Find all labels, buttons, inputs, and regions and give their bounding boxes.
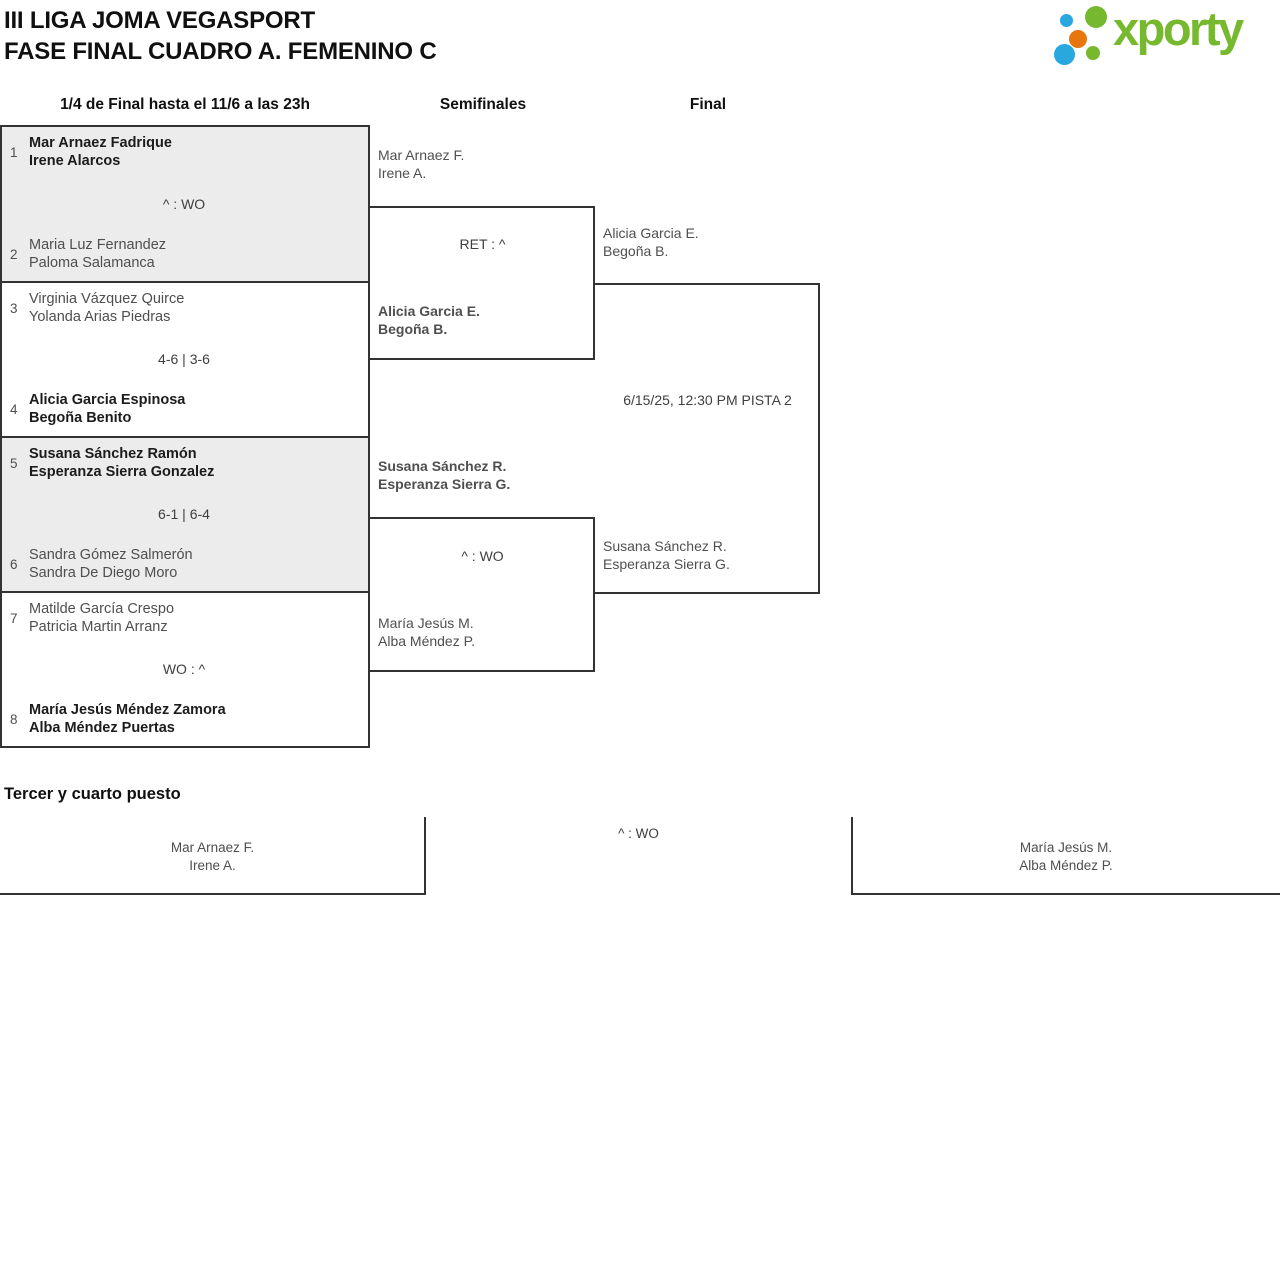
player-name: Alicia Garcia Espinosa	[29, 392, 186, 408]
player-name: Esperanza Sierra Gonzalez	[29, 463, 215, 480]
logo-dot-blue-large-icon	[1054, 44, 1075, 65]
seed-number: 7	[10, 611, 18, 626]
xporty-logo[interactable]: xporty	[1050, 0, 1280, 75]
tournament-name: III LIGA JOMA VEGASPORT	[4, 7, 315, 34]
page-title: III LIGA JOMA VEGASPORT FASE FINAL CUADR…	[4, 5, 437, 67]
player-name: María Jesús M.	[378, 615, 474, 631]
final-match-box	[594, 283, 820, 594]
tp-team-left: Mar Arnaez F. Irene A.	[0, 839, 425, 874]
player-name: Mar Arnaez Fadrique	[29, 135, 172, 151]
player-name: Susana Sánchez Ramón	[29, 446, 197, 462]
player-name: Yolanda Arias Piedras	[29, 308, 171, 325]
player-name: María Jesús Méndez Zamora	[29, 702, 226, 718]
tp-right-baseline	[851, 893, 1280, 895]
seed-number: 3	[10, 301, 18, 316]
sf2-team-top: Susana Sánchez R. Esperanza Sierra G.	[378, 458, 510, 493]
player-name: María Jesús M.	[1019, 840, 1113, 855]
final-team-bottom: Susana Sánchez R. Esperanza Sierra G.	[603, 538, 730, 573]
player-name: Irene A.	[189, 857, 236, 873]
match-score: WO : ^	[162, 661, 206, 677]
match-score: ^ : WO	[461, 548, 504, 564]
tp-team-right: María Jesús M. Alba Méndez P.	[852, 839, 1280, 874]
player-name: Sandra De Diego Moro	[29, 564, 178, 581]
qf-match-2: 3 Virginia Vázquez Quirce Yolanda Arias …	[0, 281, 370, 438]
player-name: Paloma Salamanca	[29, 254, 155, 271]
logo-dot-green-large-icon	[1085, 6, 1107, 28]
third-place-heading: Tercer y cuarto puesto	[4, 785, 181, 803]
seed-number: 2	[10, 247, 18, 262]
player-name: Alba Méndez P.	[378, 632, 476, 649]
qf2-team-bottom: 4 Alicia Garcia Espinosa Begoña Benito	[10, 392, 358, 427]
seed-number: 8	[10, 712, 18, 727]
seed-number: 4	[10, 402, 18, 417]
qf-match-3: 5 Susana Sánchez Ramón Esperanza Sierra …	[0, 436, 370, 593]
player-name: Mar Arnaez F.	[170, 840, 255, 855]
player-name: Esperanza Sierra G.	[378, 475, 511, 492]
player-name: Begoña B.	[603, 242, 669, 259]
logo-wordmark: xporty	[1113, 2, 1244, 55]
seed-number: 1	[10, 145, 18, 160]
qf3-team-top: 5 Susana Sánchez Ramón Esperanza Sierra …	[10, 446, 358, 481]
match-score: ^ : WO	[162, 195, 206, 212]
player-name: Begoña Benito	[29, 409, 132, 426]
player-name: Esperanza Sierra G.	[603, 555, 730, 572]
player-name: Begoña B.	[378, 320, 448, 337]
logo-dot-orange-icon	[1069, 30, 1087, 48]
match-score: 6-1 | 6-4	[158, 506, 210, 522]
sf1-team-top: Mar Arnaez F. Irene A.	[378, 147, 464, 182]
player-name: Irene Alarcos	[29, 152, 121, 169]
round-header-quarterfinals: 1/4 de Final hasta el 11/6 a las 23h	[60, 96, 310, 113]
player-name: Irene A.	[378, 164, 427, 181]
tp-left-connector	[424, 817, 426, 895]
final-team-top: Alicia Garcia E. Begoña B.	[603, 225, 699, 260]
sf1-team-bottom: Alicia Garcia E. Begoña B.	[378, 303, 480, 338]
logo-dot-blue-small-icon	[1060, 14, 1073, 27]
match-score: RET : ^	[459, 236, 506, 252]
player-name: Sandra Gómez Salmerón	[29, 547, 193, 563]
player-name: Matilde García Crespo	[29, 601, 175, 617]
player-name: Maria Luz Fernandez	[29, 237, 167, 253]
player-name: Alba Méndez P.	[1019, 857, 1113, 873]
player-name: Susana Sánchez R.	[378, 458, 507, 474]
qf-match-1: 1 Mar Arnaez Fadrique Irene Alarcos ^ : …	[0, 125, 370, 283]
match-score: ^ : WO	[618, 826, 659, 841]
final-schedule-info: 6/15/25, 12:30 PM PISTA 2	[623, 392, 792, 408]
match-score: 4-6 | 3-6	[158, 351, 210, 367]
qf1-team-bottom: 2 Maria Luz Fernandez Paloma Salamanca	[10, 237, 358, 272]
player-name: Susana Sánchez R.	[603, 538, 727, 554]
qf-match-4: 7 Matilde García Crespo Patricia Martin …	[0, 591, 370, 748]
tp-left-baseline	[0, 893, 426, 895]
player-name: Patricia Martin Arranz	[29, 618, 168, 635]
seed-number: 6	[10, 557, 18, 572]
seed-number: 5	[10, 456, 18, 471]
round-header-semifinals: Semifinales	[439, 96, 527, 113]
qf3-team-bottom: 6 Sandra Gómez Salmerón Sandra De Diego …	[10, 547, 358, 582]
player-name: Alicia Garcia E.	[603, 225, 699, 241]
qf4-team-top: 7 Matilde García Crespo Patricia Martin …	[10, 601, 358, 636]
sf-match-2-box	[368, 517, 595, 672]
round-header-final: Final	[689, 96, 727, 113]
player-name: Alba Méndez Puertas	[29, 719, 175, 736]
logo-dot-green-small-icon	[1086, 46, 1100, 60]
player-name: Mar Arnaez F.	[378, 147, 465, 163]
qf2-team-top: 3 Virginia Vázquez Quirce Yolanda Arias …	[10, 291, 358, 326]
player-name: Virginia Vázquez Quirce	[29, 291, 185, 307]
tp-right-connector	[851, 817, 853, 895]
bracket-phase-name: FASE FINAL CUADRO A. FEMENINO C	[4, 38, 437, 65]
qf4-team-bottom: 8 María Jesús Méndez Zamora Alba Méndez …	[10, 702, 358, 737]
player-name: Alicia Garcia E.	[378, 303, 480, 319]
sf2-team-bottom: María Jesús M. Alba Méndez P.	[378, 615, 475, 650]
qf1-team-top: 1 Mar Arnaez Fadrique Irene Alarcos	[10, 135, 358, 170]
